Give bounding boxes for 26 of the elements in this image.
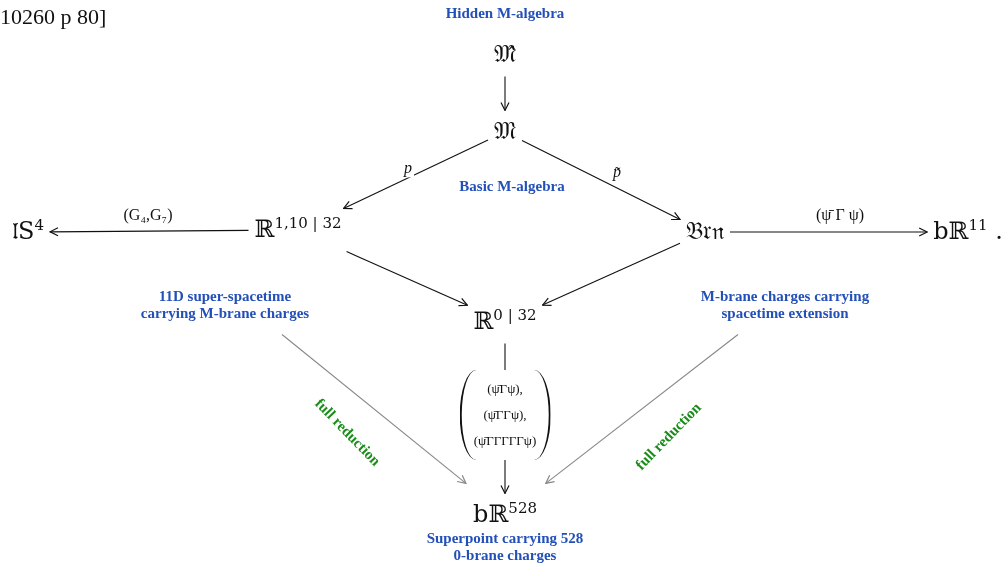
- node-caption: 11D super-spacetime carrying M-brane charges: [139, 288, 311, 323]
- arrow: [49, 227, 250, 237]
- formula: 𝔩S$^{4}$: [10, 214, 46, 250]
- formula: ℝ$^{1,10 | 32}$: [252, 212, 344, 248]
- reference-text: 10260 p 80]: [0, 4, 107, 30]
- formula: ℝ$^{0 | 32}$: [471, 304, 539, 340]
- formula: bℝ$^{11}$ .: [931, 214, 1005, 250]
- arrow: [729, 227, 928, 237]
- node-caption: M-brane charges carrying spacetime extension: [699, 288, 871, 323]
- arrow: [346, 251, 468, 307]
- arrow: [521, 139, 681, 221]
- edge-label: (ψ̄ Γ ψ): [814, 205, 866, 225]
- arrow: [545, 333, 739, 484]
- formula: 𝔐: [492, 114, 518, 150]
- node-caption: Superpoint carrying 528 0-brane charges: [425, 530, 585, 565]
- arrow: [343, 139, 489, 210]
- node-caption: Basic M-algebra: [458, 178, 566, 196]
- formula: bℝ$^{528}$: [471, 497, 539, 533]
- arrow: [500, 76, 510, 111]
- edge-label: (ψ̄Γψ), (ψ̄ΓΓψ), (ψ̄ΓΓΓΓΓψ): [459, 370, 551, 460]
- edge-label: (G₄,G₇): [121, 205, 175, 225]
- node-caption: Hidden M-algebra: [444, 5, 566, 23]
- arrow: [281, 333, 467, 484]
- formula: 𝔅𝔯𝔫: [684, 214, 726, 250]
- formula: 𝔐̂: [492, 37, 518, 73]
- arrow: [542, 242, 681, 307]
